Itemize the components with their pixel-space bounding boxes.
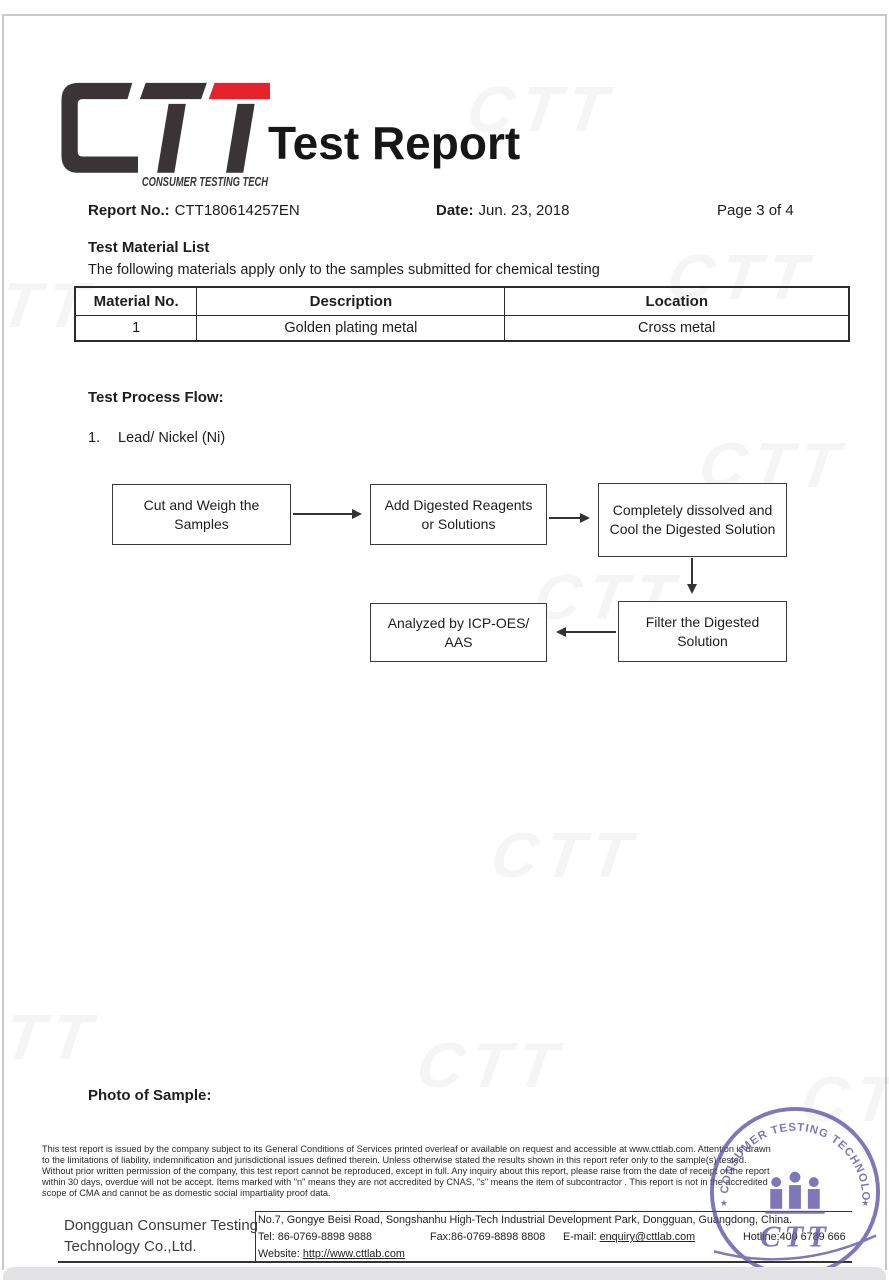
company-hotline: Hotline:400 6789 666: [743, 1231, 846, 1243]
process-list-item: 1. Lead/ Nickel (Ni): [88, 430, 225, 446]
list-number: 1.: [88, 430, 101, 446]
logo-t1-stem: [157, 103, 186, 173]
seal-ctt-text: CTT: [760, 1219, 830, 1253]
website-link[interactable]: http://www.cttlab.com: [302, 1248, 405, 1260]
disclaimer-line: Without prior written permission of the …: [42, 1165, 770, 1176]
ctt-seal-stamp: CONSUMER TESTING TECHNOLOGY ★ ★ CTT: [706, 1103, 881, 1278]
company-address: No.7, Gongye Beisi Road, Songshanhu High…: [258, 1214, 793, 1226]
date-value: Jun. 23, 2018: [478, 202, 570, 219]
flow-box-add-reagents: Add Digested Reagents or Solutions: [370, 484, 547, 545]
logo-t2-stem: [226, 103, 255, 173]
material-table: Material No. Description Location 1 Gold…: [74, 286, 850, 342]
company-fax: Fax:86-0769-8898 8808: [430, 1231, 546, 1243]
viewer-bottom-edge: [3, 1267, 886, 1280]
ctt-watermark: CTT: [487, 818, 643, 892]
seal-star-right: ★: [861, 1198, 869, 1208]
date-label: Date:: [436, 202, 474, 219]
flow-box-cut-weigh: Cut and Weigh the Samples: [112, 484, 291, 545]
ctt-watermark: CTT: [0, 1000, 103, 1074]
svg-text:CONSUMER TESTING TECHNOLOGY: CONSUMER TESTING TECHNOLOGY: [706, 1103, 871, 1202]
table-row: 1 Golden plating metal Cross metal: [74, 314, 850, 342]
disclaimer-line: to the limitations of liability, indemni…: [42, 1154, 747, 1165]
arrow-left-icon: [556, 625, 616, 638]
company-name-line2: Technology Co.,Ltd.: [64, 1238, 197, 1255]
process-flow-heading: Test Process Flow:: [88, 389, 224, 406]
ctt-watermark: CTT: [413, 1028, 569, 1102]
cell-description: Golden plating metal: [196, 314, 506, 342]
material-list-heading: Test Material List: [88, 239, 210, 256]
logo-letter-c: [61, 82, 139, 173]
email-link[interactable]: enquiry@cttlab.com: [599, 1231, 696, 1243]
arrow-right-icon: [293, 507, 362, 520]
email-label: E-mail:: [563, 1231, 597, 1243]
table-header-row: Material No. Description Location: [74, 286, 850, 316]
footer-divider-top: [255, 1211, 852, 1212]
website-label: Website:: [258, 1248, 300, 1260]
logo-t2-bar: [208, 82, 270, 100]
seal-ring-text: CONSUMER TESTING TECHNOLOGY: [706, 1103, 870, 1202]
flow-box-analyze: Analyzed by ICP-OES/ AAS: [370, 603, 547, 662]
material-list-subtitle: The following materials apply only to th…: [88, 262, 600, 278]
report-no-value: CTT180614257EN: [174, 202, 300, 219]
cell-material-no: 1: [74, 314, 198, 342]
seal-emblem: [765, 1171, 825, 1214]
cell-location: Cross metal: [504, 314, 850, 342]
report-no-label: Report No.:: [88, 202, 170, 219]
logo-tagline: CONSUMER TESTING TECH: [142, 175, 269, 189]
seal-swoosh: [713, 1234, 877, 1261]
page-title: Test Report: [268, 117, 521, 169]
ctt-logo: CONSUMER TESTING TECH: [61, 82, 270, 189]
logo-t1-bar: [139, 82, 207, 100]
disclaimer-line: within 30 days, overdue will not be acce…: [42, 1176, 768, 1187]
disclaimer-text: This test report is issued by the compan…: [42, 1144, 857, 1199]
flow-box-dissolve-cool: Completely dissolved and Cool the Digest…: [598, 483, 787, 557]
flow-box-filter: Filter the Digested Solution: [618, 601, 787, 662]
company-name-line1: Dongguan Consumer Testing: [64, 1217, 259, 1234]
arrow-right-icon: [549, 511, 590, 524]
arrow-down-icon: [685, 558, 698, 594]
disclaimer-line: scope of CMA and cannot be as domestic s…: [42, 1187, 331, 1198]
photo-of-sample-heading: Photo of Sample:: [88, 1087, 212, 1104]
company-website: Website: http://www.cttlab.com: [258, 1248, 405, 1260]
page-number: Page 3 of 4: [717, 202, 794, 219]
company-tel: Tel: 86-0769-8898 9888: [258, 1231, 373, 1243]
footer-divider-bottom: [58, 1261, 852, 1263]
company-email: E-mail: enquiry@cttlab.com: [563, 1231, 695, 1243]
header-location: Location: [504, 286, 850, 316]
seal-star-left: ★: [720, 1198, 728, 1208]
footer-vertical-divider: [255, 1211, 256, 1261]
disclaimer-line: This test report is issued by the compan…: [42, 1144, 771, 1154]
flowchart: Cut and Weigh the Samples Add Digested R…: [112, 483, 787, 662]
list-label: Lead/ Nickel (Ni): [118, 430, 226, 446]
